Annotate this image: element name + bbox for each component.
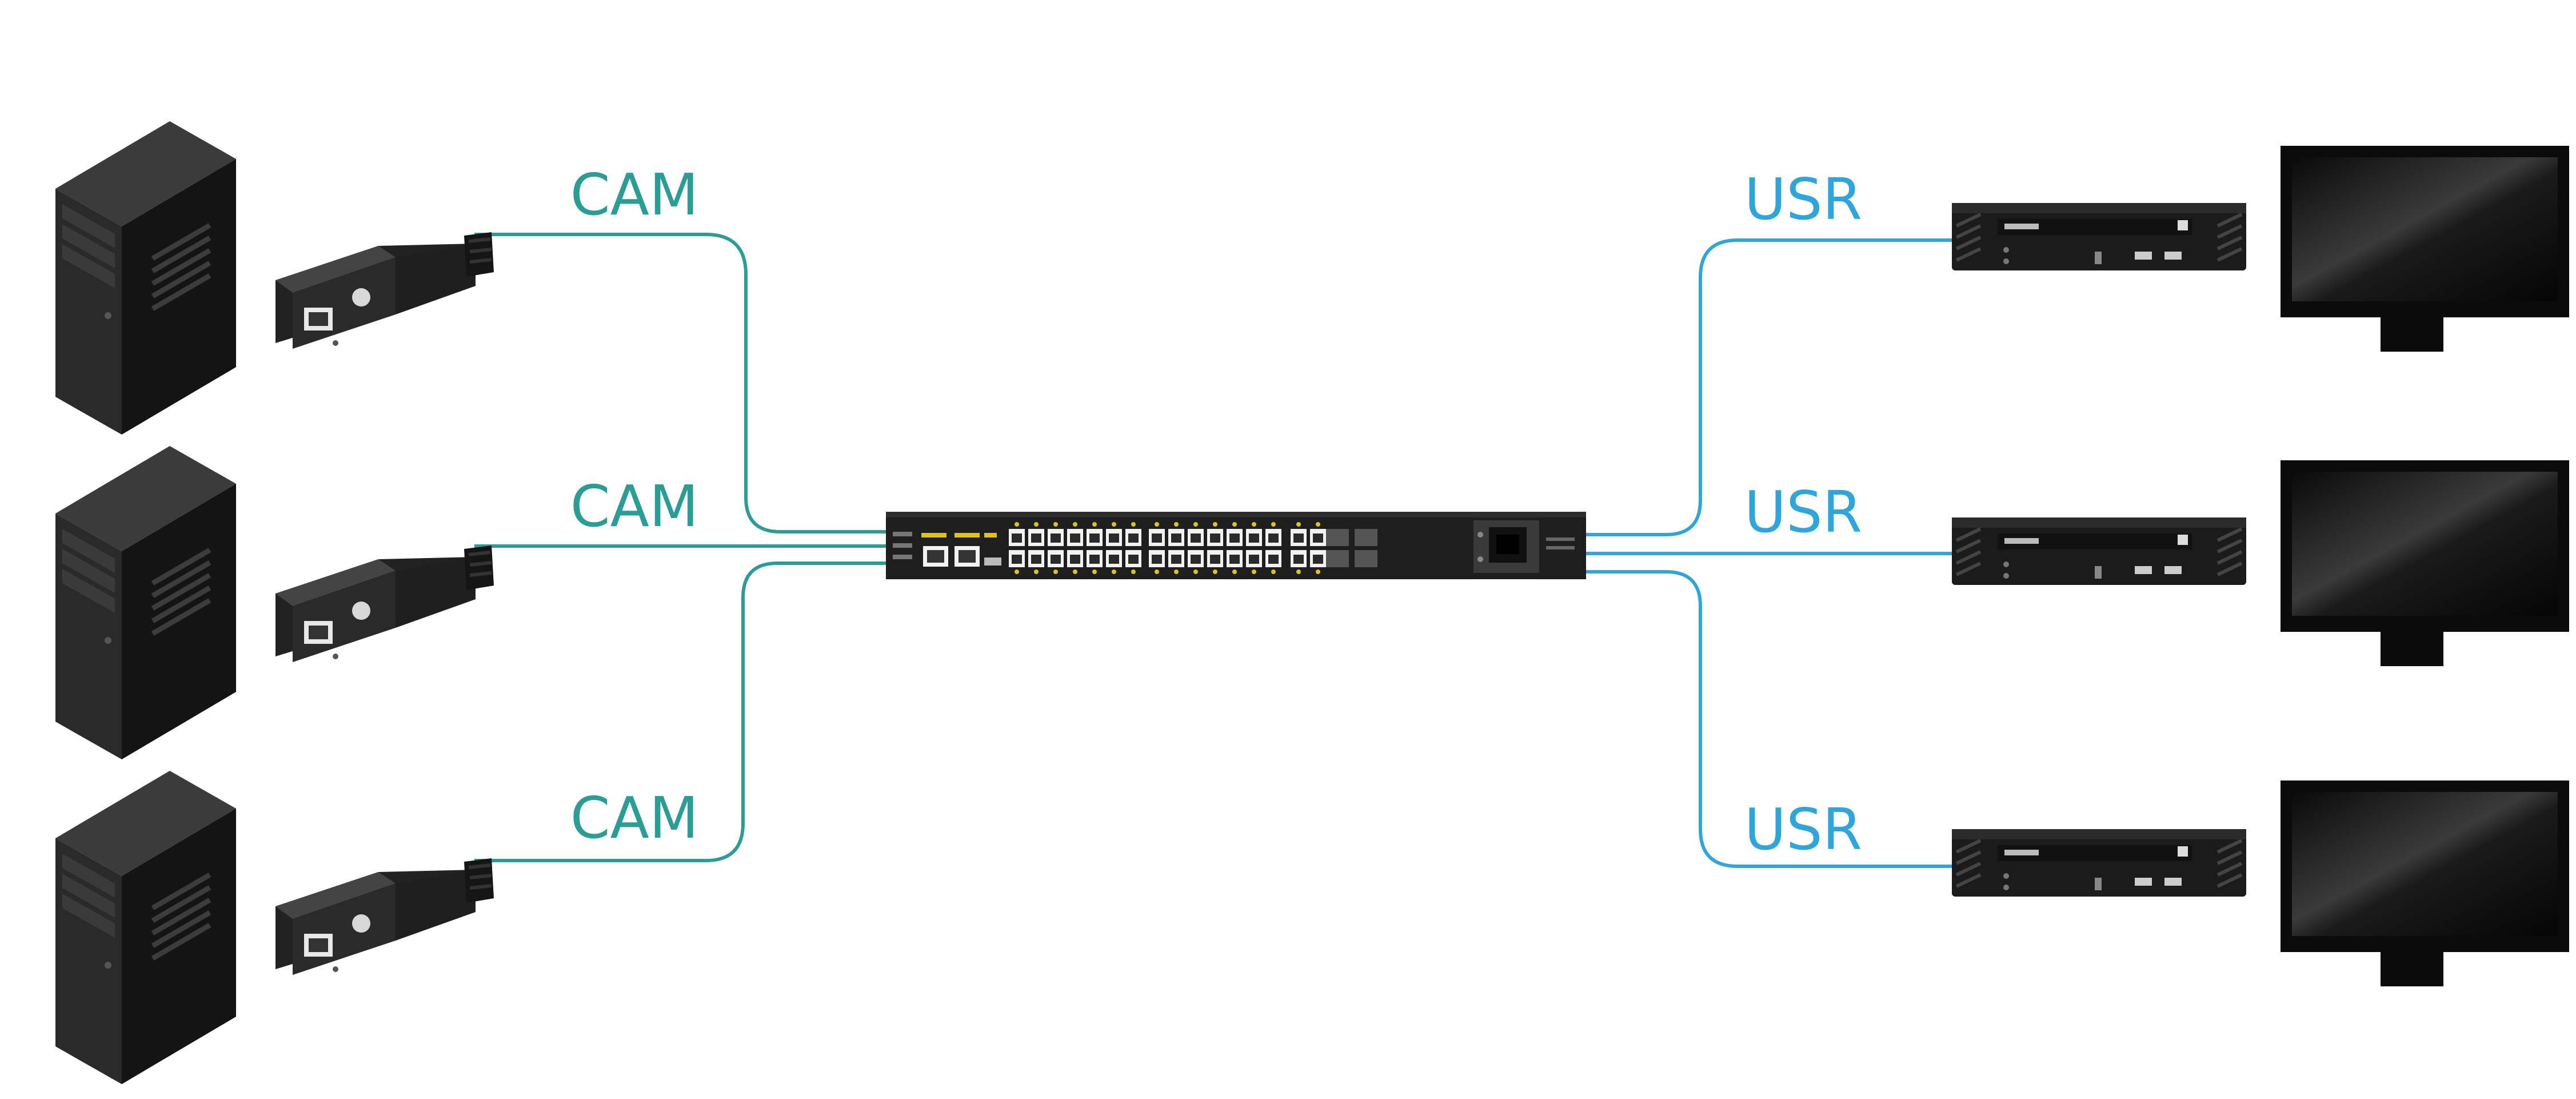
right-usr-nodes	[1952, 146, 2569, 986]
cam-connection-lines	[474, 233, 892, 862]
tower-computer-icon	[55, 121, 236, 435]
switch-led	[1252, 522, 1256, 527]
switch-led	[1053, 570, 1058, 574]
monitor-icon	[2281, 146, 2569, 352]
switch-port-socket	[1109, 555, 1119, 564]
switch-port-socket	[1313, 533, 1323, 543]
switch-led	[1296, 570, 1301, 574]
switch-led	[1015, 522, 1019, 527]
switch-port-socket	[1152, 555, 1162, 564]
switch-led	[1015, 570, 1019, 574]
switch-led	[1213, 522, 1217, 527]
switch-port-socket	[1031, 555, 1041, 564]
switch-led	[1073, 522, 1077, 527]
switch-port-socket	[1109, 533, 1119, 543]
cam-line-1	[474, 233, 892, 533]
switch-port-socket	[1268, 533, 1279, 543]
monitor-icon	[2281, 460, 2569, 666]
network-switch-icon	[886, 512, 1586, 579]
switch-led	[1034, 522, 1039, 527]
usr-line-1	[1586, 238, 1955, 536]
switch-port-socket	[1171, 533, 1181, 543]
cam-line-3	[474, 562, 892, 862]
switch-led	[1112, 570, 1116, 574]
switch-port-socket	[1210, 555, 1220, 564]
cam-label: CAM	[570, 785, 699, 851]
switch-led	[1193, 522, 1198, 527]
switch-led	[1271, 522, 1276, 527]
switch-port-socket	[1012, 555, 1022, 564]
switch-led	[1213, 570, 1217, 574]
usr-label: USR	[1744, 796, 1862, 863]
monitor-icon	[2281, 781, 2569, 986]
tower-computer-icon	[55, 446, 236, 759]
usr-label: USR	[1744, 479, 1862, 545]
switch-led	[1053, 522, 1058, 527]
switch-led	[1112, 522, 1116, 527]
switch-led	[1131, 522, 1136, 527]
switch-led	[1073, 570, 1077, 574]
cam-transmitter-icon	[275, 232, 494, 349]
switch-led	[1034, 570, 1039, 574]
switch-led	[1131, 570, 1136, 574]
switch-led	[1174, 570, 1179, 574]
cam-transmitter-icon	[275, 545, 494, 662]
switch-port-socket	[1070, 555, 1080, 564]
switch-port-socket	[1313, 555, 1323, 564]
switch-port-socket	[1268, 555, 1279, 564]
switch-led	[1155, 522, 1159, 527]
switch-port-socket	[1012, 533, 1022, 543]
switch-port-socket	[1191, 555, 1201, 564]
tower-computer-icon	[55, 771, 236, 1084]
switch-port-socket	[1128, 555, 1139, 564]
switch-port-socket	[1051, 533, 1061, 543]
cam-label: CAM	[570, 161, 699, 228]
switch-led	[1232, 570, 1237, 574]
switch-led	[1316, 522, 1320, 527]
switch-led	[1252, 570, 1256, 574]
switch-port-socket	[1293, 555, 1304, 564]
cam-transmitter-icon	[275, 858, 494, 975]
switch-port-socket	[1229, 533, 1240, 543]
switch-led	[1271, 570, 1276, 574]
usr-connection-lines	[1586, 238, 1955, 868]
switch-led	[1092, 570, 1097, 574]
switch-port-socket	[1051, 555, 1061, 564]
switch-port-socket	[1229, 555, 1240, 564]
switch-led	[1193, 570, 1198, 574]
switch-port-socket	[1128, 533, 1139, 543]
switch-port-socket	[1089, 533, 1100, 543]
user-station-receiver-icon	[1952, 829, 2246, 897]
switch-port-socket	[1191, 533, 1201, 543]
usr-line-3	[1586, 570, 1955, 868]
switch-led	[1174, 522, 1179, 527]
switch-port-socket	[1031, 533, 1041, 543]
switch-led	[1092, 522, 1097, 527]
user-station-receiver-icon	[1952, 517, 2246, 585]
switch-port-socket	[1249, 533, 1259, 543]
switch-led	[1296, 522, 1301, 527]
switch-port-socket	[1089, 555, 1100, 564]
switch-port-socket	[1210, 533, 1220, 543]
switch-port-socket	[1293, 533, 1304, 543]
user-station-receiver-icon	[1952, 203, 2246, 270]
left-cam-nodes	[55, 121, 494, 1084]
switch-led	[1155, 570, 1159, 574]
switch-led	[1232, 522, 1237, 527]
switch-port-socket	[1249, 555, 1259, 564]
cam-label: CAM	[570, 473, 699, 540]
switch-port-socket	[1152, 533, 1162, 543]
usr-label: USR	[1744, 166, 1862, 233]
switch-led	[1316, 570, 1320, 574]
switch-port-socket	[1070, 533, 1080, 543]
switch-port-socket	[1171, 555, 1181, 564]
